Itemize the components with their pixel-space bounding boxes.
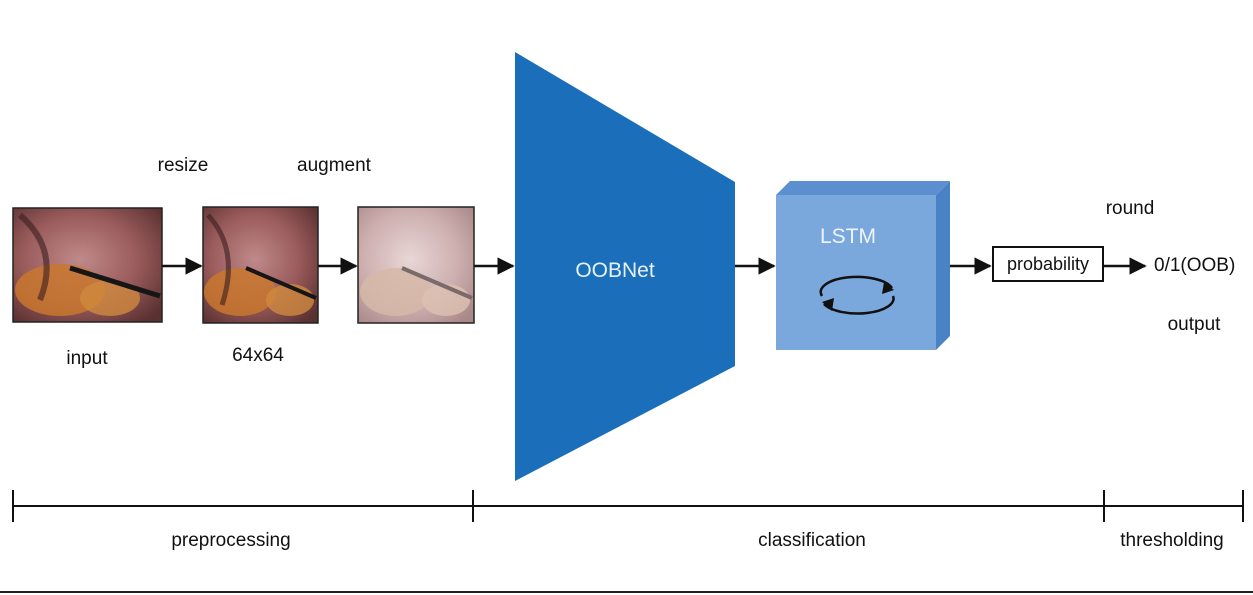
result-label: 0/1(OOB) [1154, 255, 1236, 276]
probability-box: probability [992, 246, 1104, 282]
resized-frame-image [202, 206, 319, 324]
lstm-label: LSTM [820, 225, 876, 248]
stage-timeline [12, 490, 1244, 522]
output-label: output [1167, 314, 1221, 335]
resize-label: resize [157, 155, 209, 176]
recurrent-loop-icon [819, 275, 895, 315]
oobnet-label: OOBNet [575, 259, 655, 282]
input-frame-image [12, 207, 163, 323]
oobnet-block [515, 52, 735, 481]
augmented-frame-image [357, 206, 475, 324]
size-label: 64x64 [232, 345, 284, 366]
augment-label: augment [297, 155, 371, 176]
round-label: round [1105, 198, 1155, 219]
stage-classification: classification [758, 530, 866, 551]
bottom-divider [0, 591, 1253, 593]
input-label: input [66, 348, 108, 369]
stage-preprocessing: preprocessing [171, 530, 291, 551]
stage-thresholding: thresholding [1120, 530, 1224, 551]
lstm-block [776, 181, 950, 350]
